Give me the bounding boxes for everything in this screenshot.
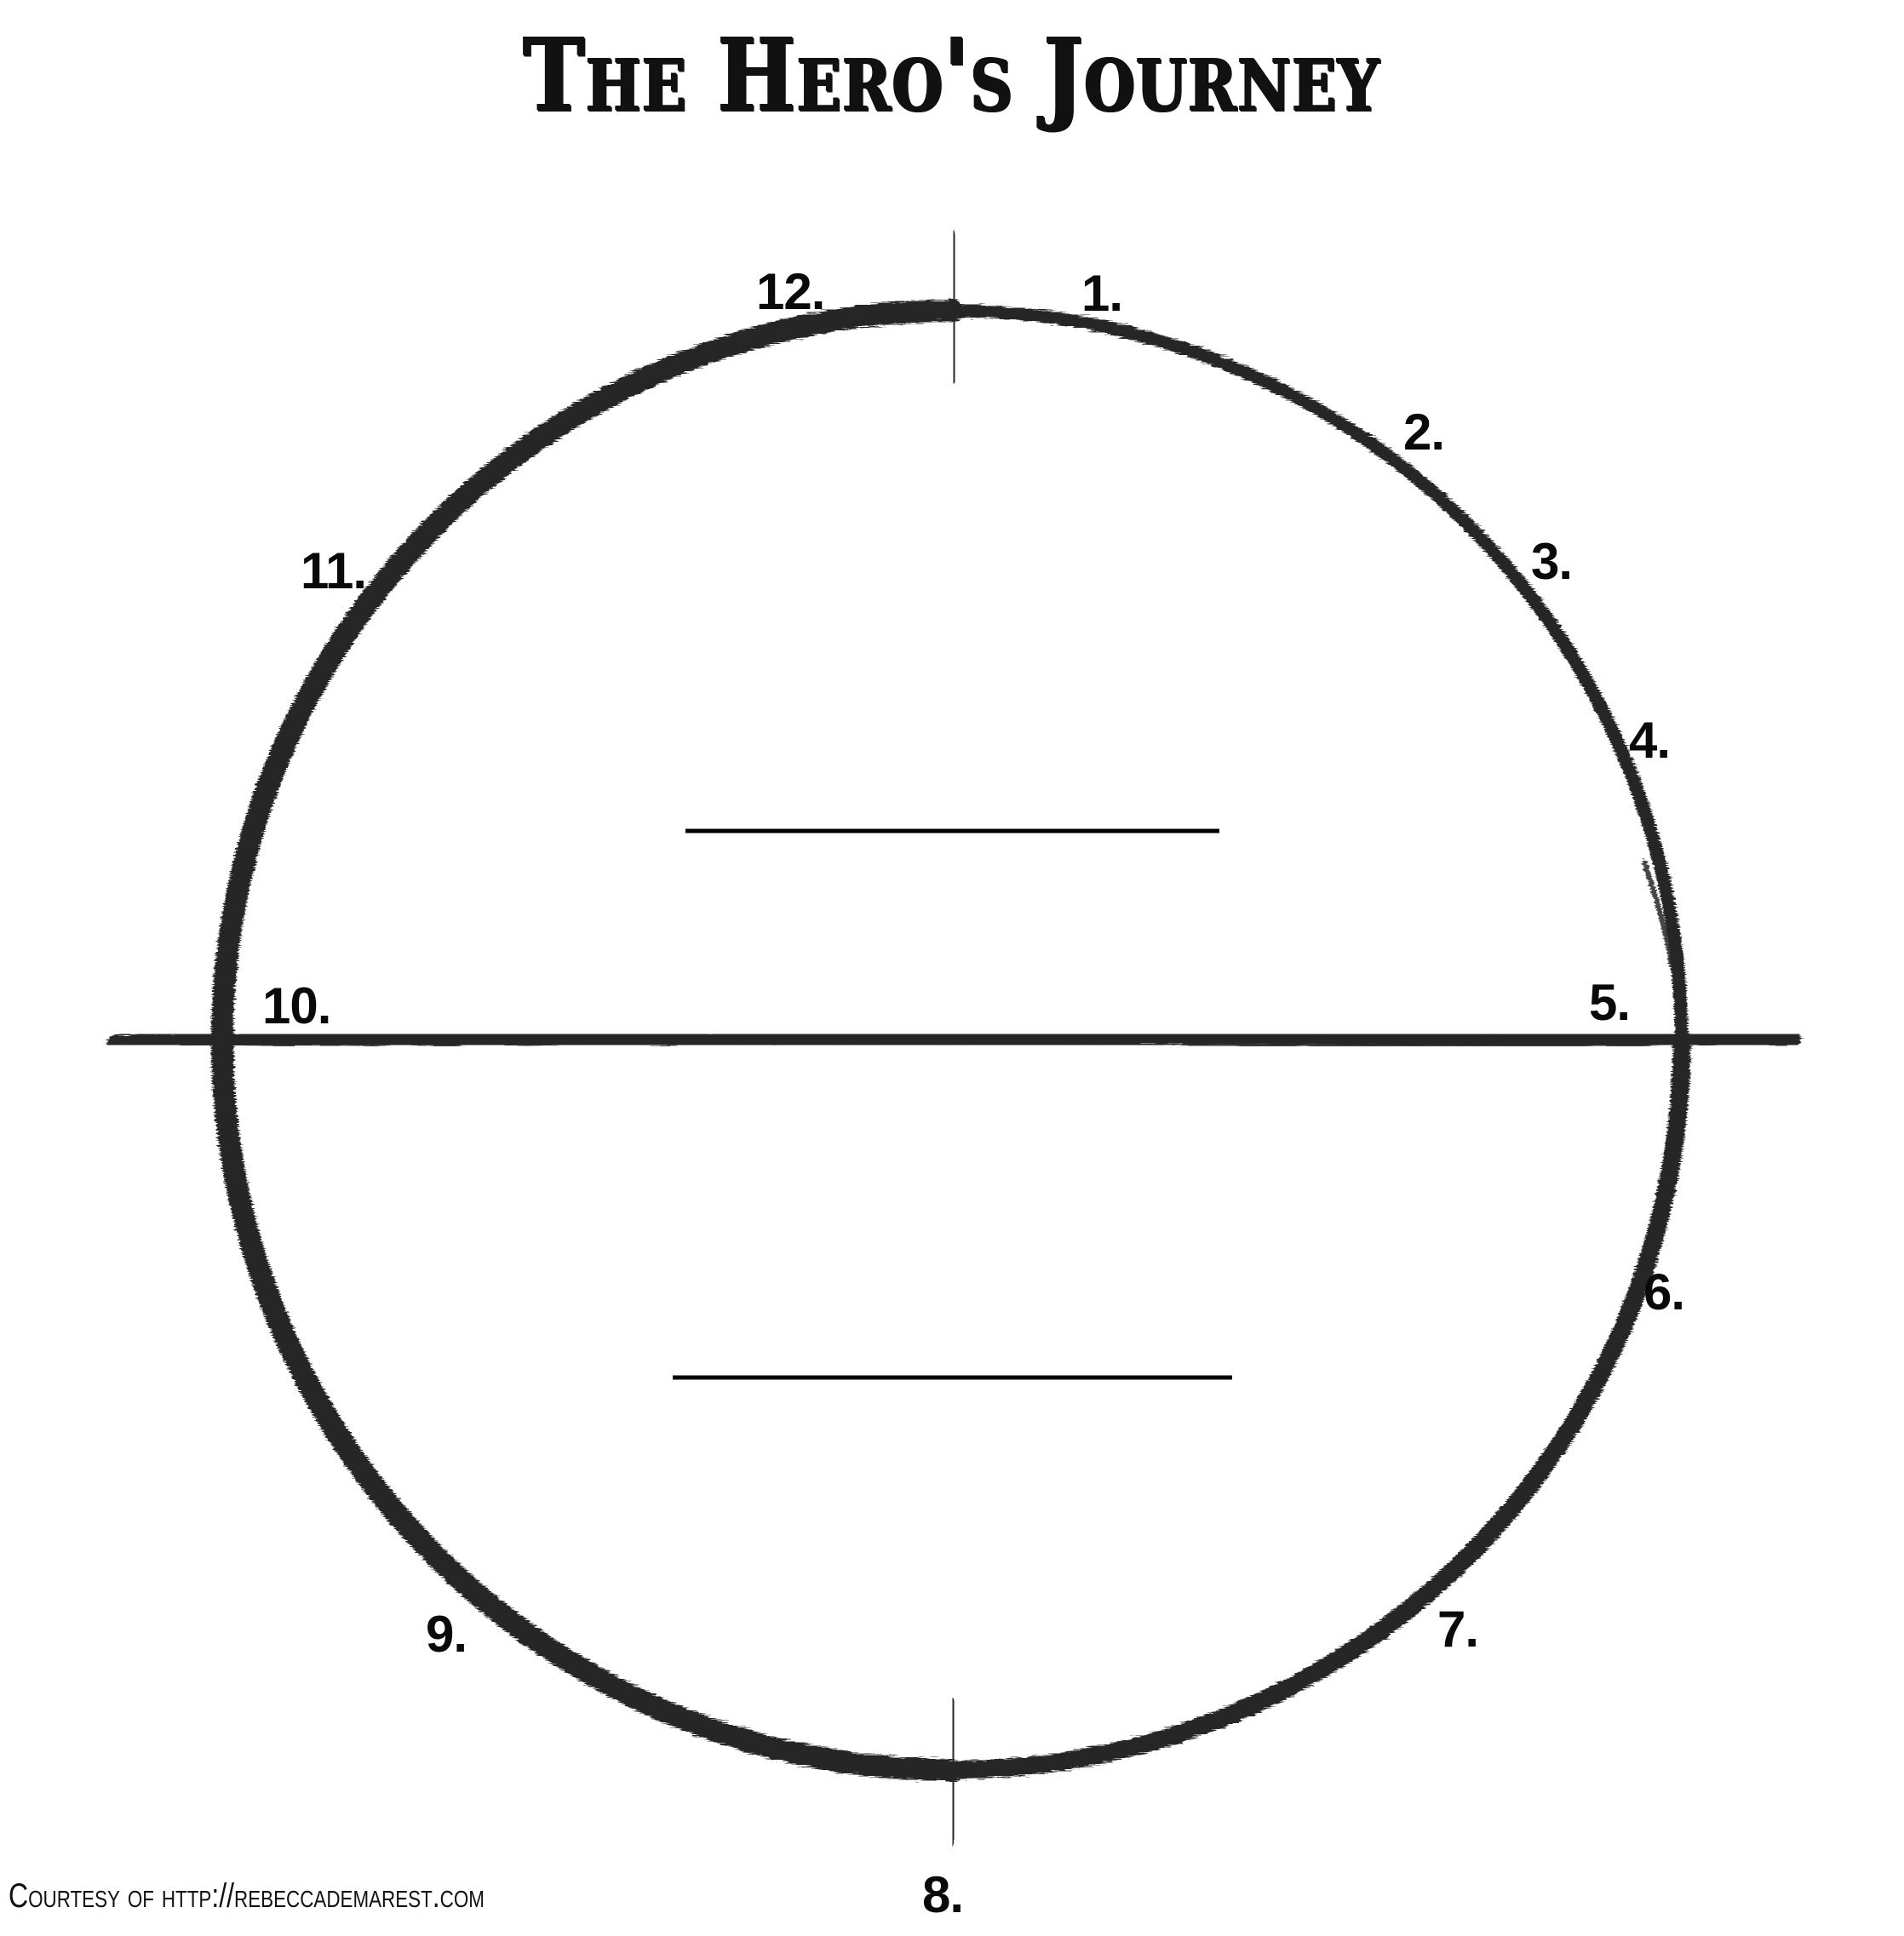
step-label-3: 3. — [1531, 533, 1573, 590]
bottom-tick-mark — [945, 1698, 961, 1845]
right-tick-mark — [1672, 951, 1691, 1138]
step-label-4: 4. — [1629, 712, 1671, 769]
step-label-1: 1. — [1081, 265, 1123, 322]
step-label-8: 8. — [922, 1866, 964, 1923]
step-label-9: 9. — [426, 1606, 467, 1663]
step-label-5: 5. — [1589, 974, 1631, 1031]
step-label-10: 10. — [262, 977, 331, 1034]
step-label-7: 7. — [1437, 1601, 1479, 1658]
page-title: The Hero's Journey — [523, 16, 1381, 135]
step-label-6: 6. — [1643, 1263, 1685, 1320]
step-label-11: 11. — [301, 542, 367, 599]
step-label-2: 2. — [1403, 404, 1445, 461]
top-tick-mark — [945, 231, 963, 384]
credit-line: Courtesy of http://rebeccademarest.com — [9, 1877, 485, 1915]
step-label-12: 12. — [756, 263, 825, 320]
left-tick-mark — [215, 946, 233, 1137]
horizontal-divider-overstroke — [124, 1036, 1788, 1050]
